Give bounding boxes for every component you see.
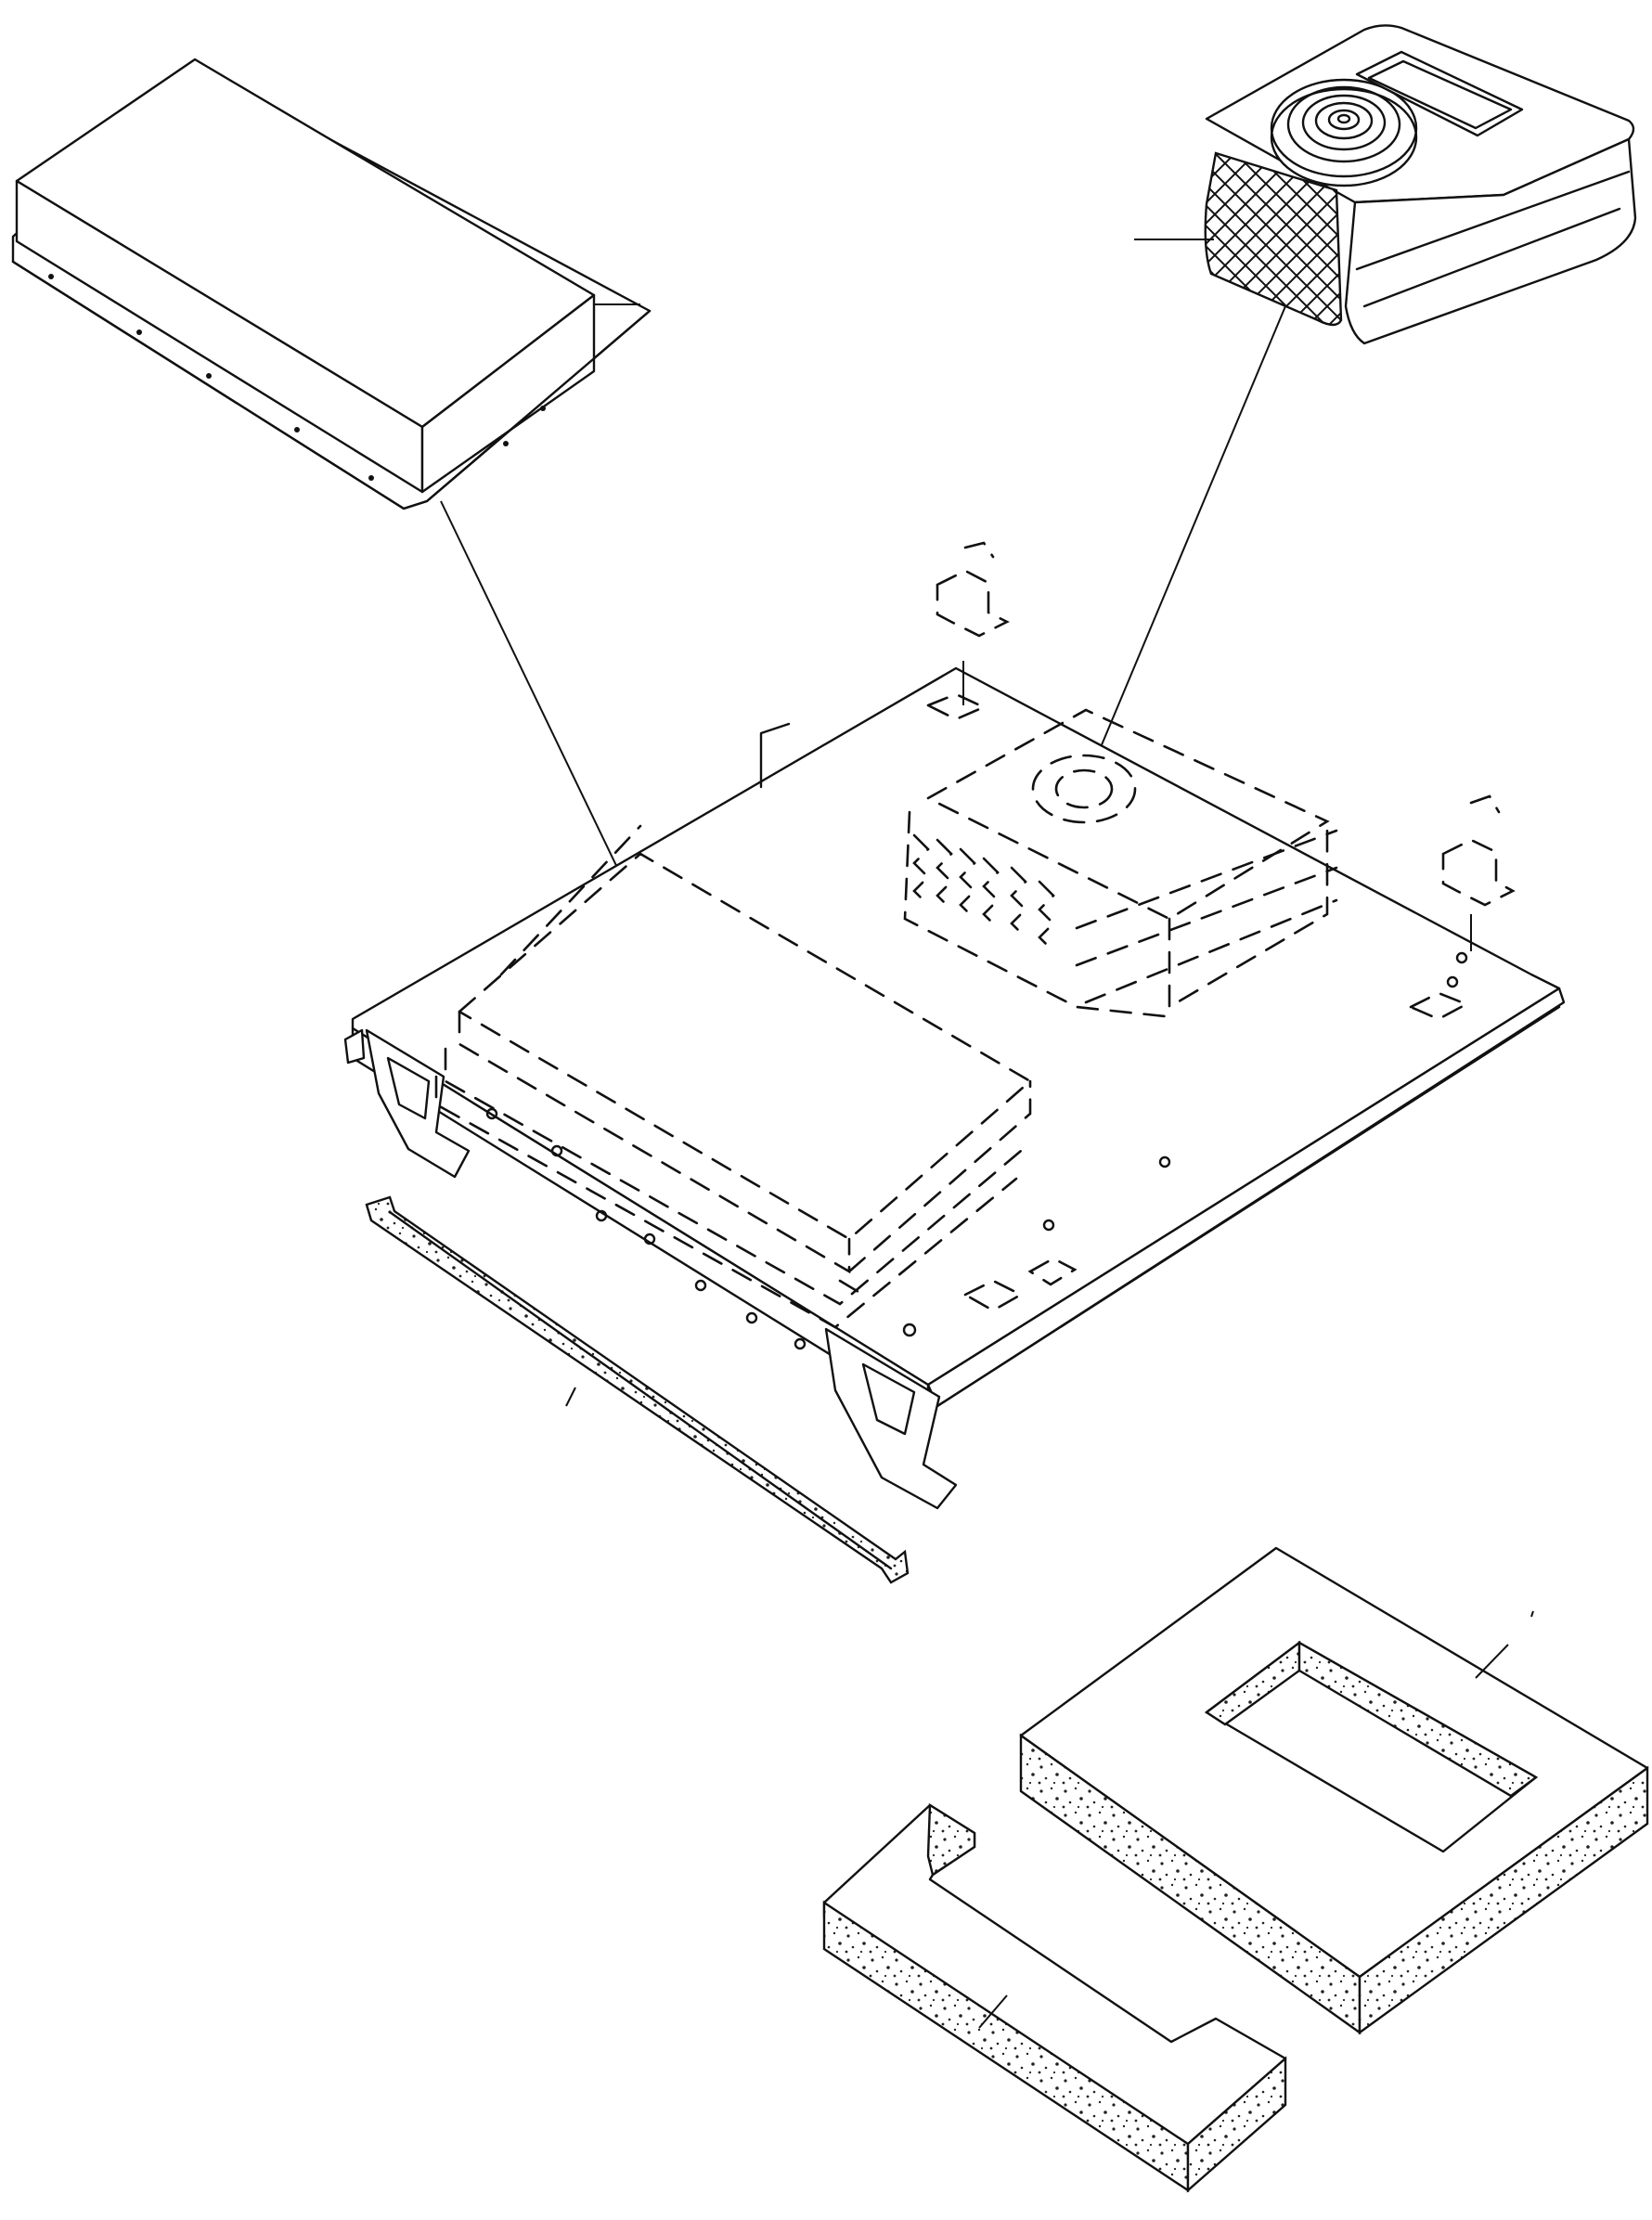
- duct-cover: [11, 58, 652, 510]
- foam-gasket-strip: [822, 1802, 1287, 2193]
- mounting-bracket-icon: [936, 541, 1010, 705]
- foam-gasket-frame: [1019, 1546, 1649, 2035]
- roof-base-pan: [343, 666, 1566, 1510]
- vent-slot-icon: [1355, 50, 1524, 137]
- fan-icon: [1270, 78, 1418, 187]
- phantom-duct-cover: [434, 824, 1033, 1329]
- side-rail-strip: [365, 1195, 910, 1584]
- phantom-shroud: [903, 708, 1338, 1018]
- air-conditioner-shroud: [1134, 24, 1637, 345]
- mounting-bracket-icon: [1441, 794, 1516, 951]
- fastener-holes: [48, 274, 546, 481]
- side-holes: [485, 951, 1468, 1350]
